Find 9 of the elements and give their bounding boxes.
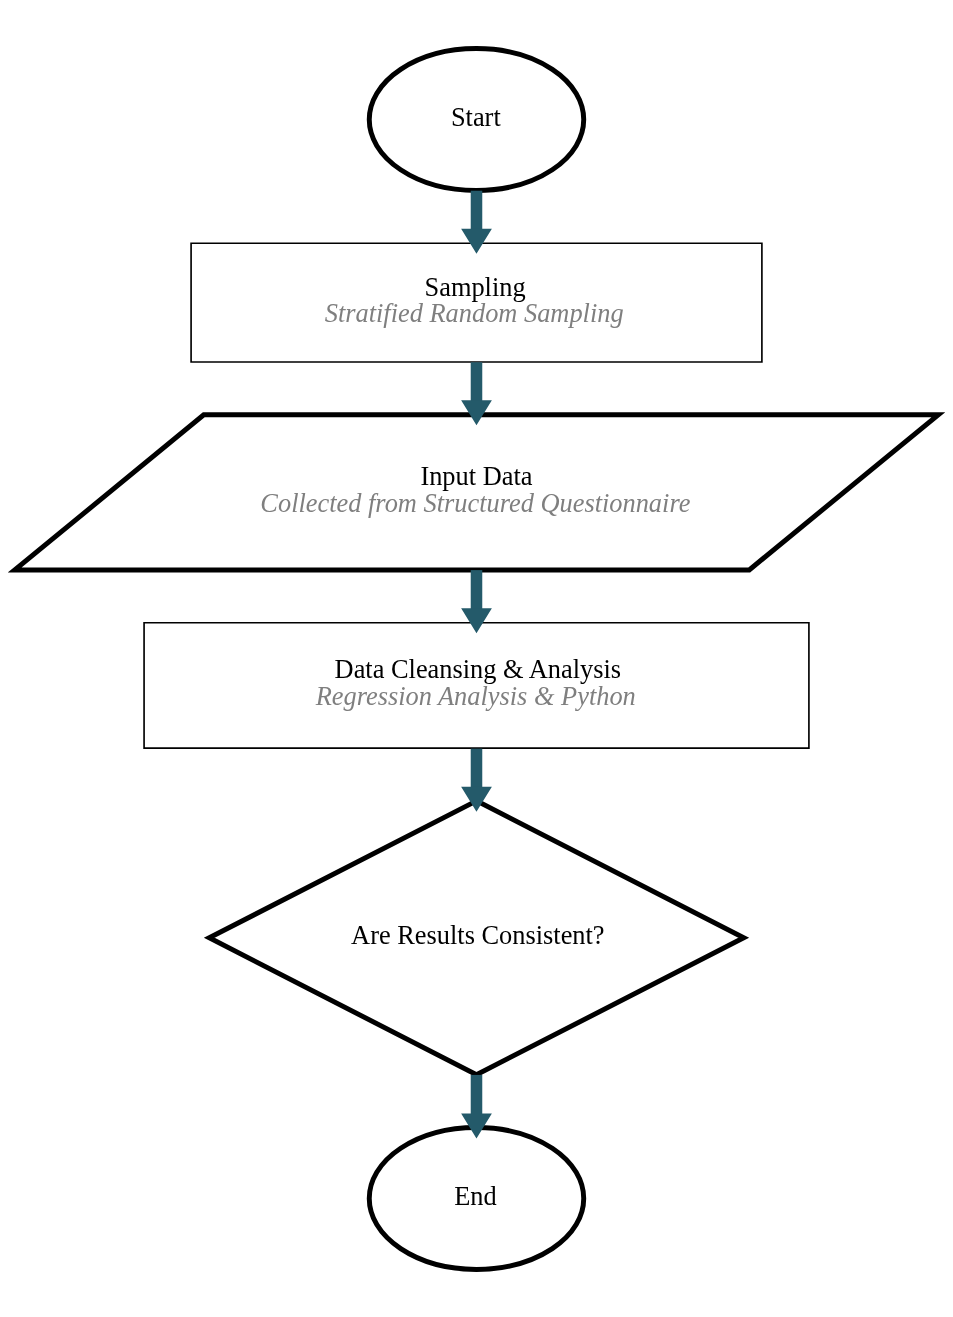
node-ellipse: Start [366, 45, 587, 193]
arrow [461, 569, 492, 633]
node-box: Sampling Stratified Random Sampling [190, 241, 763, 363]
arrow [461, 1074, 492, 1138]
node-ellipse: End [366, 1124, 587, 1272]
arrow [461, 361, 492, 425]
node-box: Data Cleansing & Analysis Regression Analysis & Python [143, 621, 810, 749]
arrow [461, 748, 492, 812]
arrow [461, 190, 492, 254]
